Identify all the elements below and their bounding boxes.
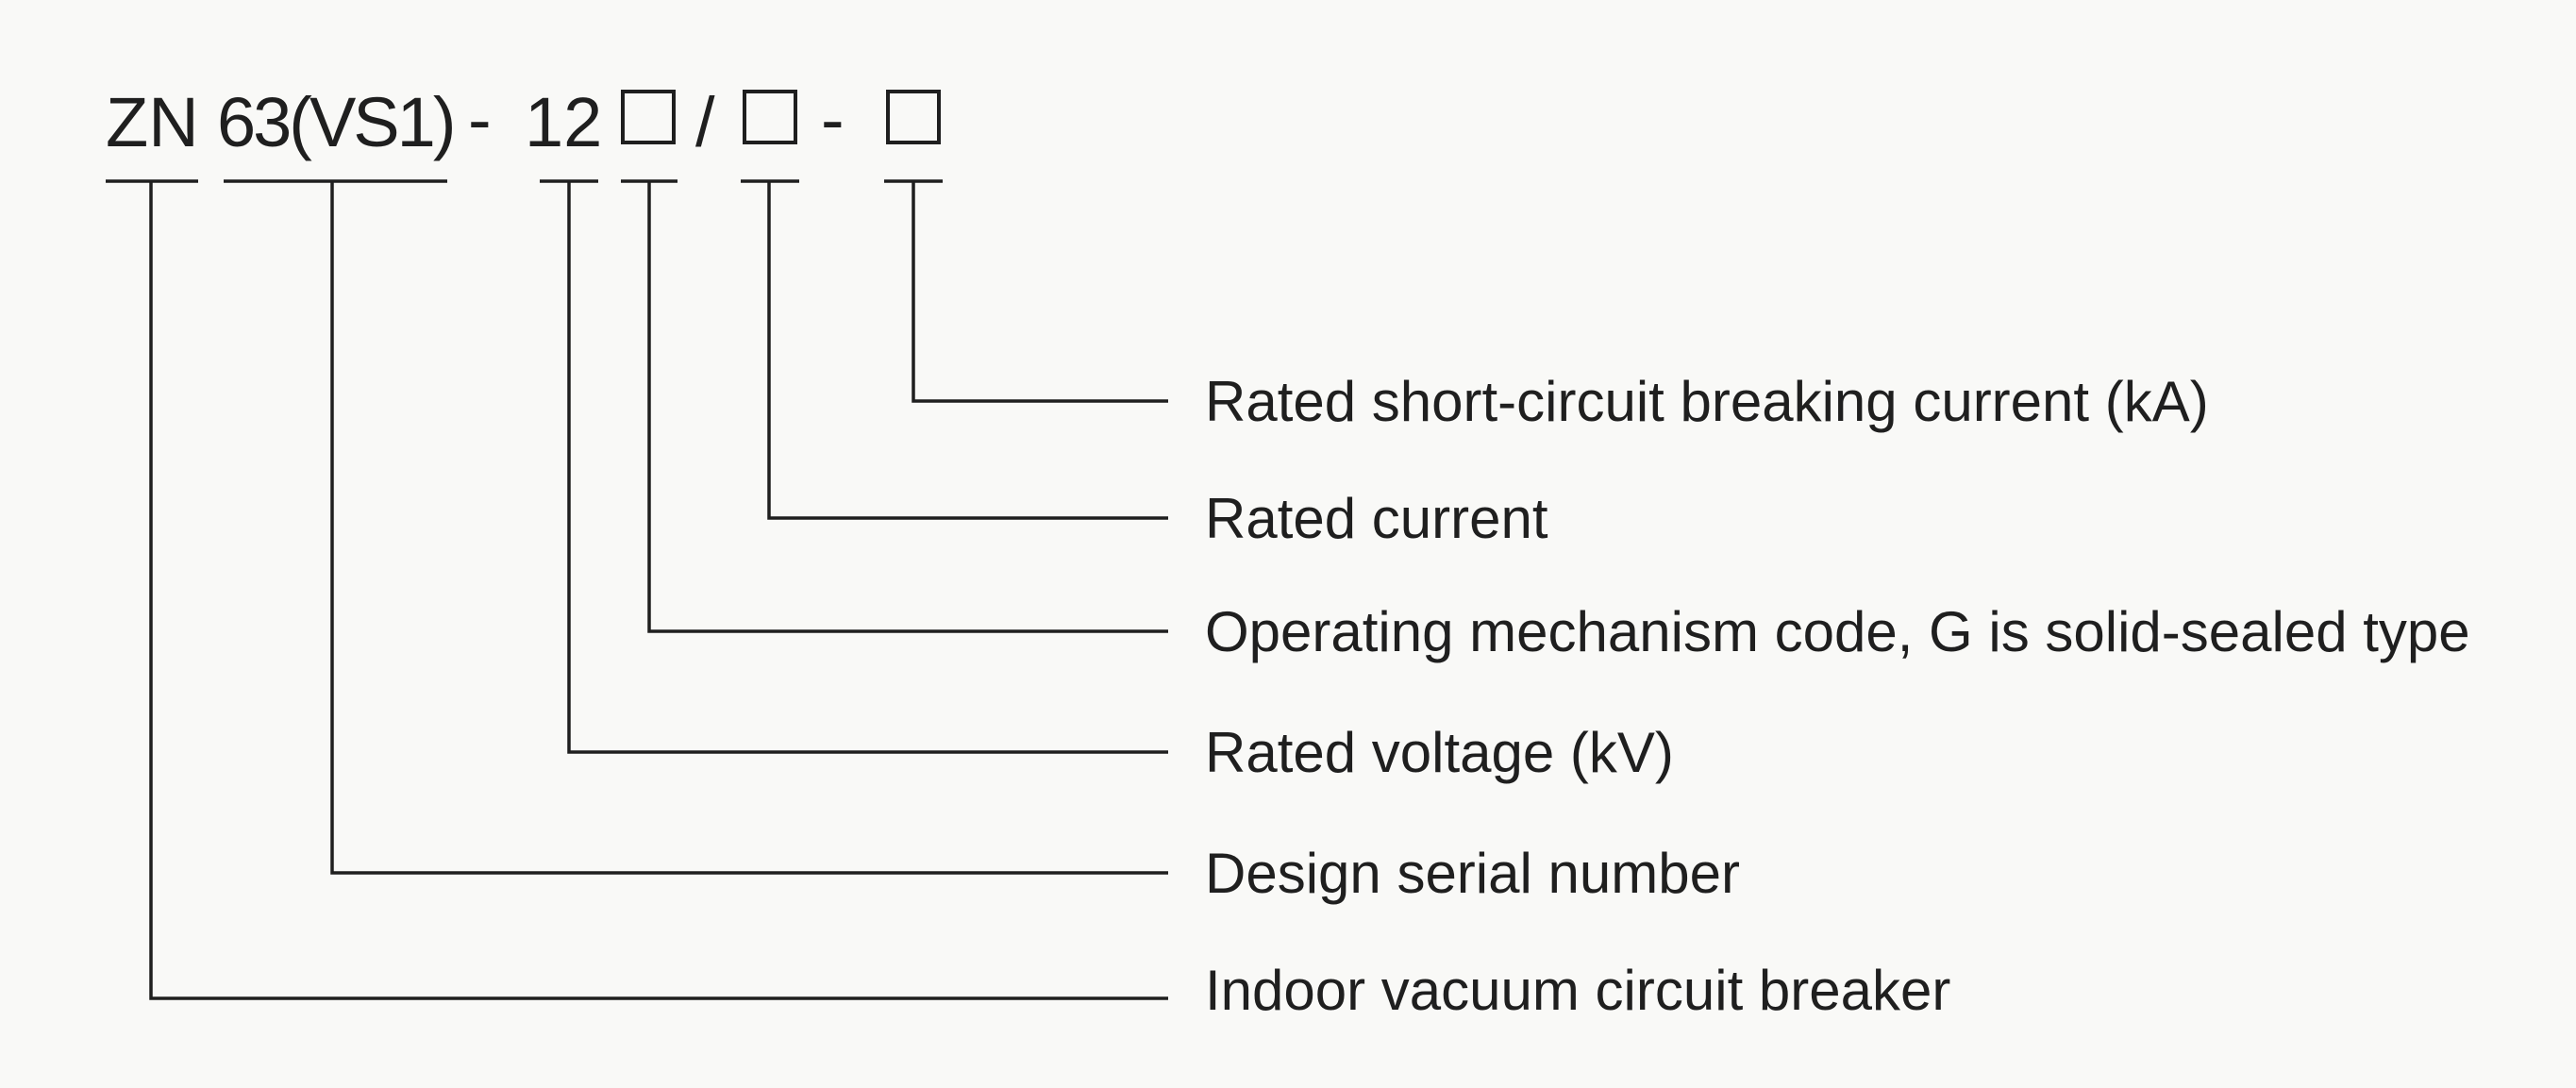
mechanism-code-placeholder-box <box>621 90 676 144</box>
label-indoor-vacuum: Indoor vacuum circuit breaker <box>1205 959 1950 1022</box>
code-series: 63(VS1) <box>217 83 453 161</box>
leader-indoor-vacuum <box>149 181 1168 1000</box>
field-labels: Rated short-circuit breaking current (kA… <box>1205 370 2470 1022</box>
code-voltage: 12 <box>525 83 602 161</box>
label-rated-current: Rated current <box>1205 487 1548 550</box>
leader-mechanism-code <box>647 181 1168 633</box>
label-rated-voltage: Rated voltage (kV) <box>1205 721 1674 784</box>
label-breaking-current: Rated short-circuit breaking current (kA… <box>1205 370 2209 433</box>
leader-rated-current <box>767 181 1168 520</box>
model-code: ZN 63(VS1) - 12 / - <box>106 80 845 161</box>
leader-rated-voltage <box>567 181 1168 754</box>
breaking-current-placeholder-box <box>886 90 941 144</box>
code-dash-1: - <box>468 80 492 159</box>
code-dash-2: - <box>821 80 845 159</box>
leader-lines <box>149 181 1168 1000</box>
code-slash: / <box>695 83 715 161</box>
leader-breaking-current <box>912 181 1168 403</box>
label-mechanism-code: Operating mechanism code, G is solid-sea… <box>1205 600 2470 663</box>
label-design-serial: Design serial number <box>1205 842 1740 905</box>
leader-design-serial <box>330 181 1168 875</box>
code-prefix: ZN <box>106 83 199 161</box>
rated-current-placeholder-box <box>743 90 797 144</box>
